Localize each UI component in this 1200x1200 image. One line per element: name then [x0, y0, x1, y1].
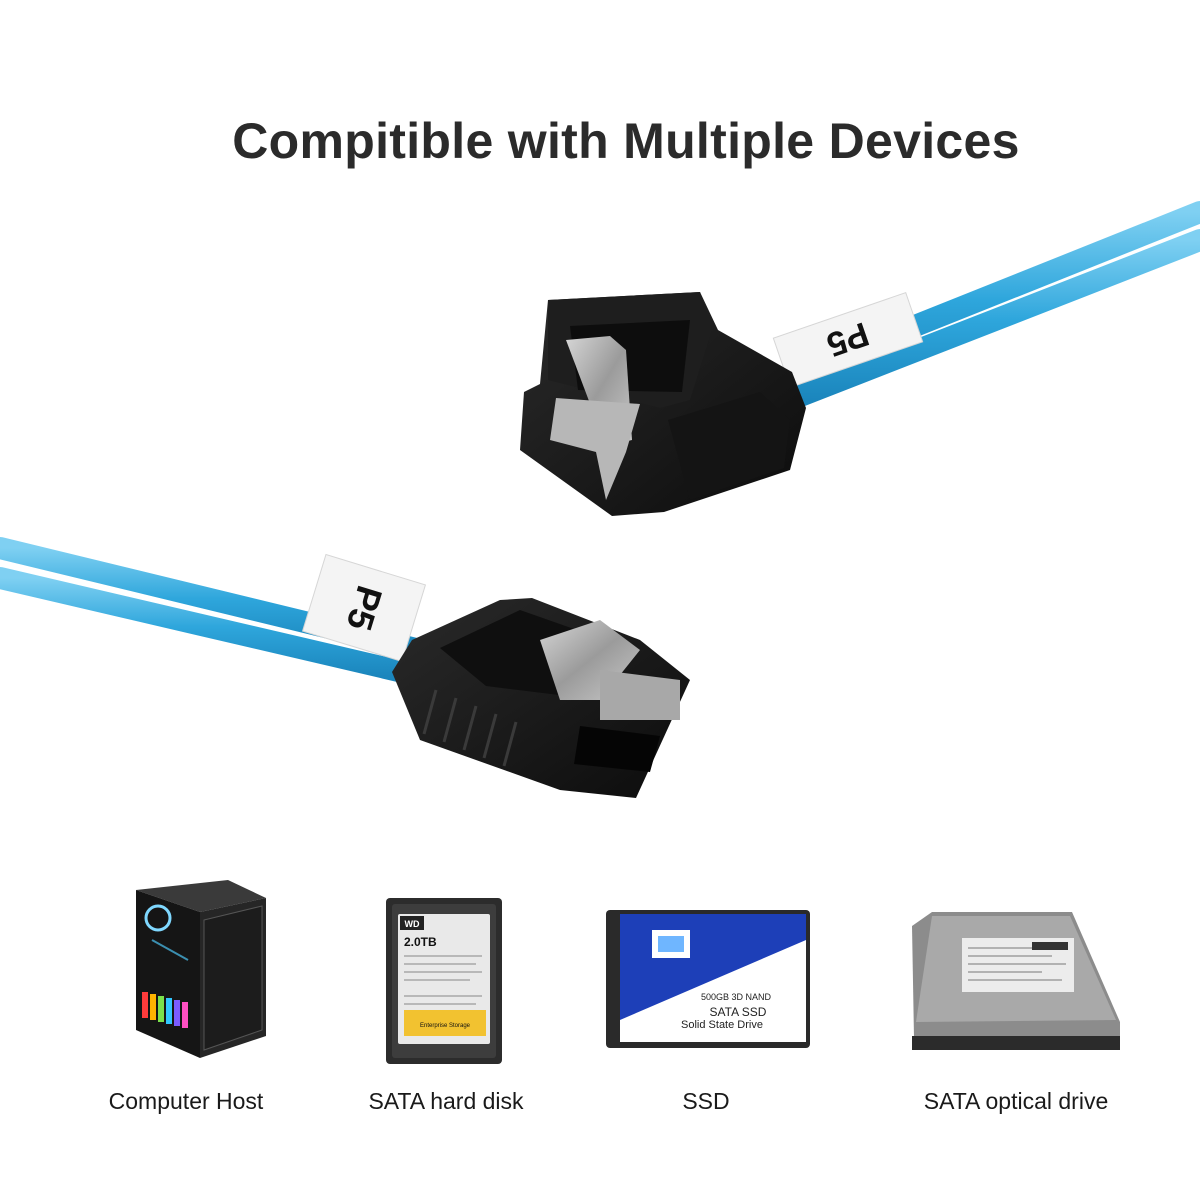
- upper-connector: [520, 292, 806, 516]
- svg-text:Solid State Drive: Solid State Drive: [681, 1019, 763, 1031]
- sata-cable-illustration: P5 P5: [0, 201, 1200, 798]
- device-label-computer-host: Computer Host: [108, 1088, 264, 1114]
- svg-text:500GB 3D NAND: 500GB 3D NAND: [701, 992, 772, 1002]
- device-label-optical-drive: SATA optical drive: [923, 1088, 1109, 1114]
- pc-tower-icon: [136, 880, 266, 1058]
- svg-text:2.0TB: 2.0TB: [404, 935, 437, 949]
- svg-text:WD: WD: [405, 919, 420, 929]
- optical-drive-icon: [912, 912, 1120, 1050]
- upper-label: P5: [772, 291, 924, 389]
- device-label-hard-disk: SATA hard disk: [368, 1088, 524, 1114]
- svg-text:SATA SSD: SATA SSD: [710, 1005, 767, 1019]
- page-title: Compitible with Multiple Devices: [232, 113, 1020, 169]
- hard-disk-icon: WD 2.0TB Enterprise Storage: [386, 898, 502, 1064]
- ssd-icon: 500GB 3D NAND SATA SSD Solid State Drive: [606, 910, 810, 1048]
- svg-text:Enterprise Storage: Enterprise Storage: [420, 1023, 471, 1029]
- lower-label: P5: [301, 553, 427, 663]
- lower-connector: [392, 598, 690, 798]
- device-label-ssd: SSD: [682, 1088, 730, 1114]
